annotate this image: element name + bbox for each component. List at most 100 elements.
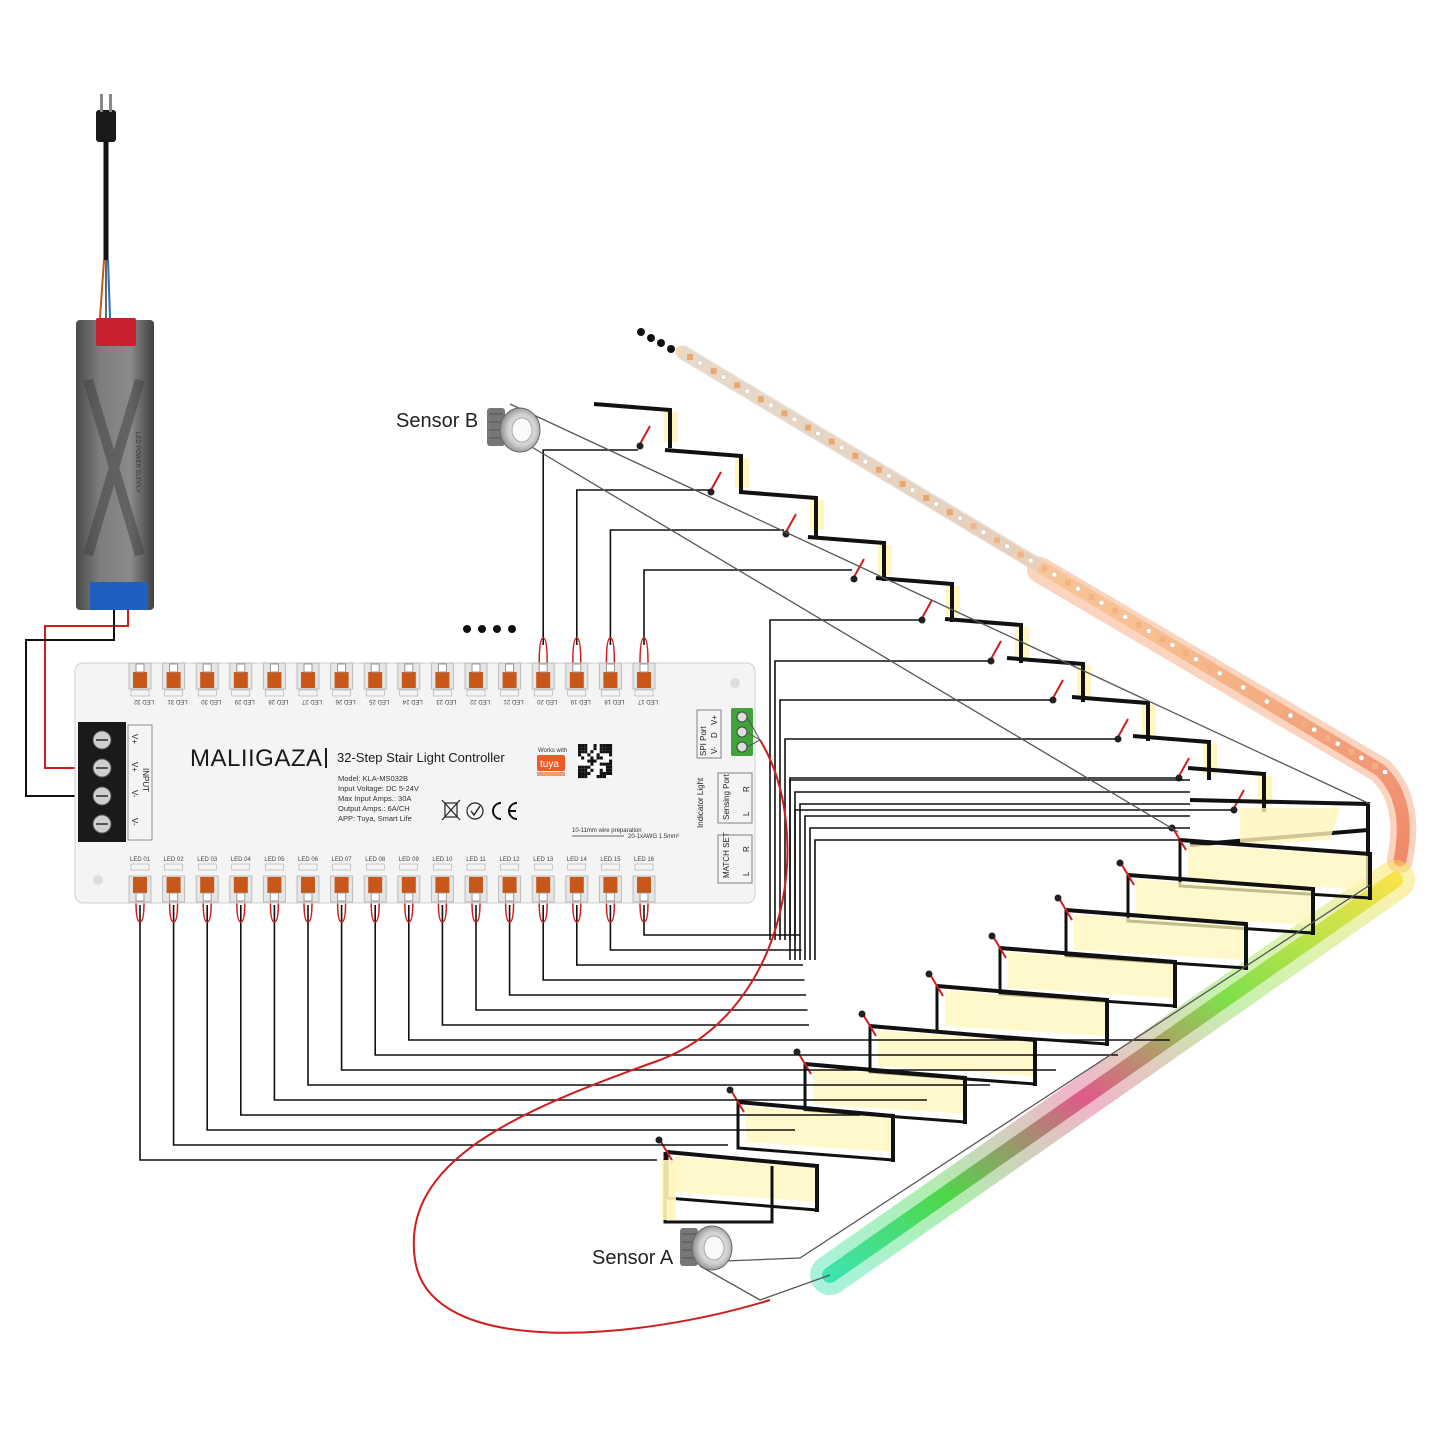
bottom-channel-label: LED 08 xyxy=(365,857,386,863)
top-channel-label: LED 31 xyxy=(167,698,188,704)
bottom-terminal[interactable] xyxy=(330,875,354,903)
spi-pin-d: D xyxy=(710,732,719,738)
upper-step xyxy=(593,402,678,450)
strip-continuation-dots xyxy=(637,328,675,353)
rohs-icon xyxy=(466,802,484,820)
input-terminal-1: V+ xyxy=(130,734,139,744)
strip-upper-edge xyxy=(678,345,1044,573)
input-terminal-4: V- xyxy=(130,818,139,826)
match-set-label: MATCH SET xyxy=(722,832,731,878)
bottom-terminal[interactable] xyxy=(229,875,253,903)
tuya-logo xyxy=(537,755,565,771)
spec-app: APP: Tuya, Smart Life xyxy=(338,814,412,823)
bottom-terminal[interactable] xyxy=(262,875,286,903)
upper-step xyxy=(739,490,824,538)
top-channel-label: LED 23 xyxy=(436,698,457,704)
input-label: INPUT xyxy=(141,768,150,792)
bottom-terminal[interactable] xyxy=(363,875,387,903)
upper-step xyxy=(1071,695,1156,743)
strip-led-chips xyxy=(687,354,1388,775)
top-terminal[interactable] xyxy=(565,662,589,690)
bottom-channel-label: LED 15 xyxy=(600,857,621,863)
top-terminal[interactable] xyxy=(128,662,152,690)
bottom-terminal[interactable] xyxy=(464,875,488,903)
top-channel-label: LED 22 xyxy=(469,698,490,704)
top-terminal[interactable] xyxy=(195,662,219,690)
top-terminal[interactable] xyxy=(296,662,320,690)
brand-name: MALIIGAZA xyxy=(190,745,323,772)
top-channel-label: LED 19 xyxy=(570,698,591,704)
top-terminal[interactable] xyxy=(262,662,286,690)
top-channel-label: LED 21 xyxy=(503,698,524,704)
top-channel-label: LED 25 xyxy=(369,698,390,704)
lower-step xyxy=(655,1136,819,1212)
top-terminal[interactable] xyxy=(363,662,387,690)
channel-continuation-dots xyxy=(463,625,516,633)
bottom-channel-label: LED 11 xyxy=(466,857,486,863)
bottom-terminal[interactable] xyxy=(598,875,622,903)
upper-step xyxy=(1132,734,1217,782)
bottom-terminal[interactable] xyxy=(296,875,320,903)
led-strip xyxy=(637,328,1417,1295)
upper-step xyxy=(807,535,892,583)
bottom-terminal[interactable] xyxy=(498,875,522,903)
sensor-b-label: Sensor B xyxy=(396,410,478,432)
bottom-channel-label: LED 14 xyxy=(567,857,588,863)
top-channel-label: LED 27 xyxy=(301,698,322,704)
psu-output-wires xyxy=(25,610,129,797)
top-terminal[interactable] xyxy=(229,662,253,690)
psu-label: LED POWER SUPPLY xyxy=(134,432,140,493)
input-terminal-3: V- xyxy=(130,790,139,798)
bottom-terminal[interactable] xyxy=(162,875,186,903)
lower-step xyxy=(1054,894,1248,970)
top-terminal[interactable] xyxy=(397,662,421,690)
bottom-channel-label: LED 05 xyxy=(264,857,285,863)
match-l: L xyxy=(742,871,751,876)
bottom-channel-label: LED 01 xyxy=(130,857,151,863)
top-terminal[interactable] xyxy=(430,662,454,690)
top-terminal[interactable] xyxy=(598,662,622,690)
top-channel-label: LED 18 xyxy=(604,698,625,704)
bottom-terminal[interactable] xyxy=(128,875,152,903)
upper-step xyxy=(1006,656,1091,704)
product-title: 32-Step Stair Light Controller xyxy=(337,750,505,765)
top-terminal[interactable] xyxy=(330,662,354,690)
bottom-terminal[interactable] xyxy=(565,875,589,903)
spi-port-label: SPI Port xyxy=(699,725,708,756)
bottom-channel-label: LED 09 xyxy=(399,857,420,863)
top-terminal[interactable] xyxy=(632,662,656,690)
power-supply: LED POWER SUPPLY xyxy=(76,94,154,610)
works-with-label: Works with xyxy=(538,748,567,754)
top-channel-label: LED 30 xyxy=(201,698,222,704)
spec-list: Model: KLA-MS032B Input Voltage: DC 5-24… xyxy=(338,774,419,823)
sensing-port-label: Sensing Port xyxy=(722,773,731,820)
ce-mark-icon xyxy=(492,802,518,820)
bottom-terminal[interactable] xyxy=(531,875,555,903)
top-channel-label: LED 26 xyxy=(335,698,356,704)
top-terminal[interactable] xyxy=(162,662,186,690)
spec-input-voltage: Input Voltage: DC 5-24V xyxy=(338,784,419,793)
bottom-channel-label: LED 10 xyxy=(432,857,453,863)
top-terminal[interactable] xyxy=(498,662,522,690)
bottom-terminal[interactable] xyxy=(430,875,454,903)
bottom-terminal[interactable] xyxy=(195,875,219,903)
top-terminal[interactable] xyxy=(464,662,488,690)
top-channel-label: LED 29 xyxy=(234,698,255,704)
match-r: R xyxy=(742,846,751,852)
bottom-channel-label: LED 04 xyxy=(231,857,252,863)
bottom-terminal[interactable] xyxy=(397,875,421,903)
led-channel-wiring xyxy=(135,449,1232,1161)
top-channel-label: LED 28 xyxy=(268,698,289,704)
top-terminal[interactable] xyxy=(531,662,555,690)
spi-port-terminal xyxy=(731,708,753,756)
upper-step xyxy=(664,448,749,496)
top-channel-label: LED 17 xyxy=(637,698,658,704)
input-terminal-block: V+ V+ V- V- INPUT xyxy=(78,722,153,842)
strip-upper xyxy=(675,345,1410,867)
sensing-r: R xyxy=(742,786,751,792)
bottom-terminal[interactable] xyxy=(632,875,656,903)
wire-prep-note-1: 10-11mm wire preparation xyxy=(572,828,642,834)
bottom-channel-label: LED 06 xyxy=(298,857,319,863)
weee-icon xyxy=(441,799,461,821)
